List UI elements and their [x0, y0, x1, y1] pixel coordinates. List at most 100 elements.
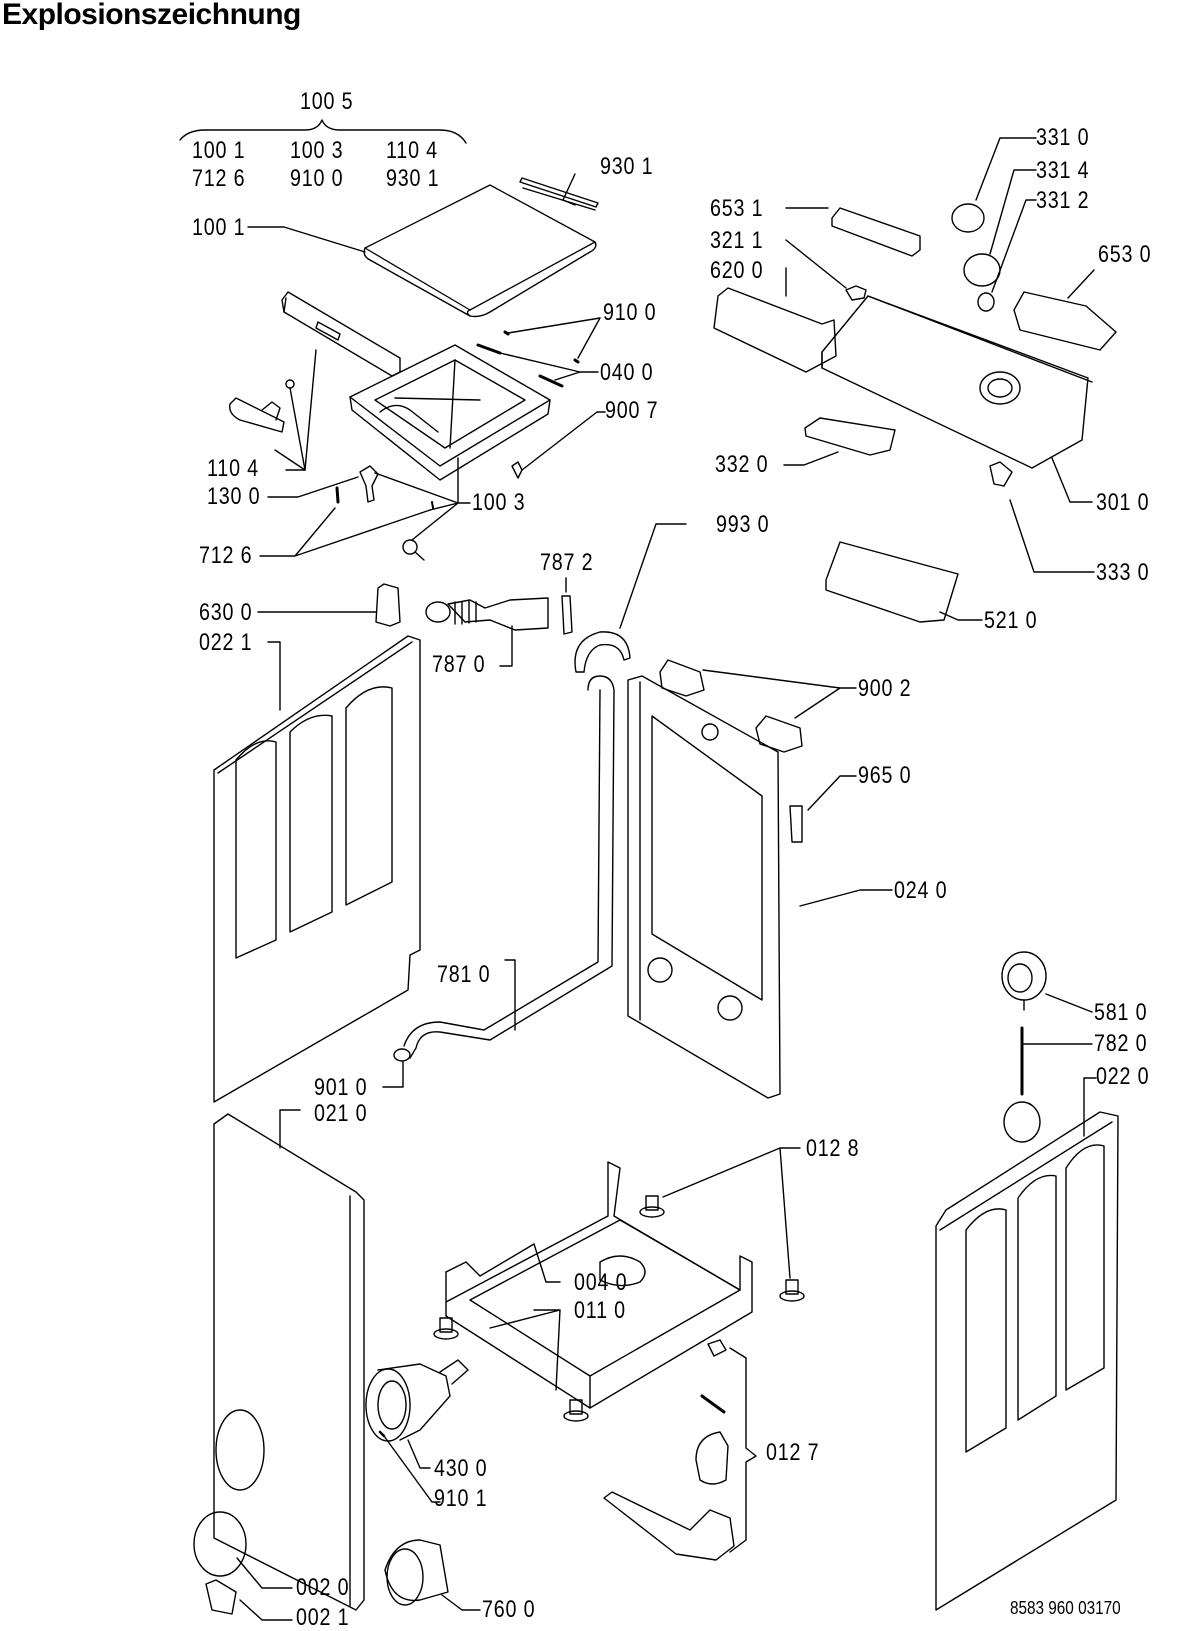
part-label-760-0: 760 0 [482, 1596, 536, 1623]
leader-011-0 [489, 1309, 561, 1391]
part-label-620-0: 620 0 [710, 257, 764, 284]
part-label-002-1: 002 1 [296, 1604, 350, 1631]
leader-022-1 [267, 641, 281, 711]
part-110-4-trim [281, 291, 401, 377]
part-900-2a [659, 659, 705, 697]
part-label-653-1: 653 1 [710, 195, 764, 222]
part-label-965-0: 965 0 [858, 762, 912, 789]
part-130-0 [359, 465, 379, 503]
part-040-0-rod1 [476, 343, 502, 355]
part-430-0-pump [365, 1359, 469, 1442]
part-label-993-0: 993 0 [716, 511, 770, 538]
part-781-0-hose [403, 675, 615, 1059]
part-630-0 [375, 583, 401, 627]
leader-993-0 [619, 523, 687, 629]
part-930-1 [519, 173, 599, 211]
part-787-0-bellows [425, 597, 549, 631]
leader-910-1 [383, 1435, 441, 1503]
part-331-2-shaft [977, 292, 995, 312]
part-label-331-4: 331 4 [1036, 157, 1090, 184]
part-712-6-pin [335, 486, 340, 504]
leader-040-0 [499, 352, 599, 381]
part-label-910-0: 910 0 [603, 299, 657, 326]
part-label-901-0: 901 0 [314, 1074, 368, 1101]
leader-712-6 [259, 507, 431, 557]
part-label-110-4: 110 4 [207, 455, 259, 482]
part-air-trap [1003, 1101, 1041, 1143]
leader-004-0 [533, 1243, 561, 1283]
part-332-0 [804, 417, 896, 456]
drawing-number: 8583 960 03170 [1010, 1598, 1121, 1618]
leader-965-0 [807, 775, 857, 811]
part-label-012-7: 012 7 [766, 1439, 820, 1466]
part-910-0-screw2 [573, 358, 580, 364]
part-712-6-spring [402, 539, 418, 555]
part-small-spring [431, 501, 434, 509]
part-100-1-lid [363, 184, 597, 318]
leader-333-0 [1009, 499, 1095, 573]
part-label-022-0: 022 0 [1096, 1063, 1150, 1090]
leader-331-4 [989, 169, 1037, 255]
part-label-022-1: 022 1 [199, 629, 253, 656]
part-653-0 [1013, 291, 1117, 351]
group-item: 910 0 [290, 165, 344, 192]
leader-781-0 [504, 959, 516, 1031]
part-label-011-0: 011 0 [574, 1297, 626, 1324]
part-label-100-1: 100 1 [192, 214, 246, 241]
group-item: 100 1 [192, 137, 246, 164]
part-040-0-rod2 [538, 374, 564, 388]
part-label-900-2: 900 2 [858, 675, 912, 702]
part-label-521-0: 521 0 [984, 607, 1038, 634]
part-label-040-0: 040 0 [600, 359, 654, 386]
group-brace [179, 119, 467, 144]
part-label-581-0: 581 0 [1094, 999, 1148, 1026]
leader-130-0 [267, 476, 359, 498]
part-004-0-base [445, 1161, 753, 1409]
part-301-0-console [821, 295, 1093, 469]
group-item: 100 3 [290, 137, 344, 164]
part-653-1 [831, 207, 921, 257]
leader-012-8 [662, 1147, 801, 1279]
part-label-333-0: 333 0 [1096, 559, 1150, 586]
leader-100-1 [247, 226, 366, 253]
brace-012-7 [729, 1347, 757, 1553]
leader-022-0 [1083, 1077, 1097, 1137]
leader-301-0 [1051, 457, 1093, 503]
part-label-130-0: 130 0 [207, 483, 261, 510]
leader-021-0 [279, 1109, 301, 1149]
leader-002-0 [236, 1557, 293, 1589]
part-521-0 [825, 541, 959, 623]
leader-787-0 [499, 625, 513, 667]
part-label-782-0: 782 0 [1094, 1030, 1148, 1057]
group-item: 110 4 [386, 137, 438, 164]
page-title: Explosionszeichnung [2, 0, 301, 31]
group-item: 930 1 [386, 165, 440, 192]
leader-653-0 [1067, 269, 1095, 299]
part-022-1-side-panel [213, 635, 421, 1103]
part-label-900-7: 900 7 [605, 397, 659, 424]
part-620-0-pcb [713, 287, 837, 373]
part-label-653-0: 653 0 [1098, 241, 1152, 268]
leader-002-1 [239, 1599, 293, 1621]
part-label-930-1: 930 1 [600, 153, 654, 180]
leader-760-0 [441, 1594, 481, 1611]
part-331-0-knob [951, 203, 985, 233]
part-label-321-1: 321 1 [710, 227, 764, 254]
leader-100-3b [374, 472, 459, 504]
part-110-4-handle [229, 397, 285, 433]
part-100-3-frame [349, 344, 551, 481]
part-910-0-screw1 [503, 330, 510, 336]
part-965-0 [789, 805, 803, 843]
leader-581-0 [1045, 993, 1093, 1013]
part-label-910-1: 910 1 [434, 1485, 488, 1512]
part-label-024-0: 024 0 [894, 877, 948, 904]
part-label-100-3: 100 3 [472, 489, 526, 516]
leader-332-0 [783, 451, 839, 466]
part-label-781-0: 781 0 [437, 961, 491, 988]
part-label-331-0: 331 0 [1036, 124, 1090, 151]
part-333-0 [989, 461, 1013, 487]
leader-110-4c [274, 449, 306, 471]
leader-430-0 [407, 1439, 431, 1469]
part-label-012-8: 012 8 [806, 1135, 860, 1162]
